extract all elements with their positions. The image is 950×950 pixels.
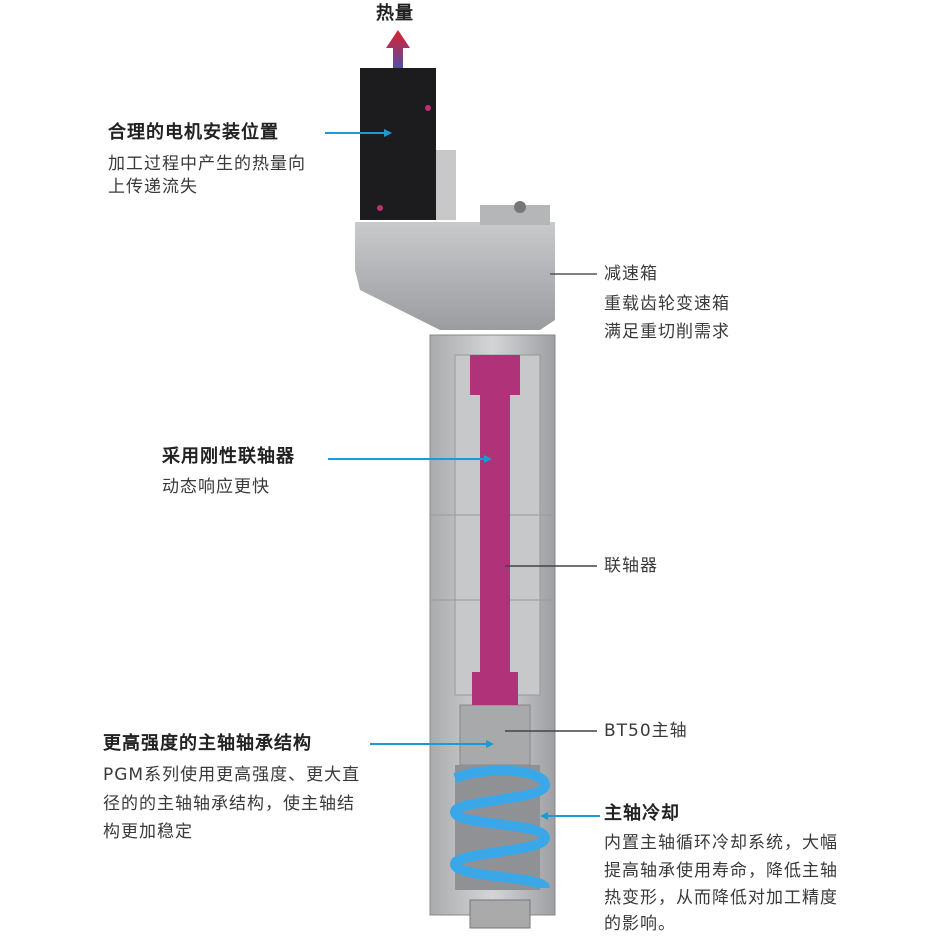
heat-label: 热量: [376, 3, 414, 24]
cooling-desc-4: 的影响。: [604, 914, 676, 934]
gearbox-desc-2: 满足重切削需求: [604, 322, 730, 342]
spindle-label: BT50主轴: [604, 721, 688, 741]
gearbox: [355, 201, 555, 330]
coupling-label: 联轴器: [604, 556, 658, 576]
cooling-coil: [449, 765, 551, 891]
rigid-coupling-desc: 动态响应更快: [162, 477, 270, 497]
bearing-desc-2: 径的的主轴轴承结构，使主轴结: [103, 794, 355, 814]
bearing-desc-3: 构更加稳定: [103, 822, 193, 842]
motor: [360, 68, 456, 220]
cooling-desc-3: 热变形，从而降低对加工精度: [604, 888, 838, 908]
cooling-desc-2: 提高轴承使用寿命，降低主轴: [604, 861, 838, 881]
bearing-title: 更高强度的主轴轴承结构: [103, 733, 312, 754]
coupling: [470, 355, 520, 705]
motor-desc-1: 加工过程中产生的热量向: [108, 154, 306, 174]
motor-desc-2: 上传递流失: [108, 177, 198, 197]
gearbox-label: 减速箱: [604, 264, 658, 284]
cooling-desc-1: 内置主轴循环冷却系统，大幅: [604, 833, 838, 853]
motor-title: 合理的电机安装位置: [108, 122, 279, 143]
bearing-desc-1: PGM系列使用更高强度、更大直: [103, 765, 361, 785]
rigid-coupling-title: 采用刚性联轴器: [162, 446, 295, 467]
heat-arrow-icon: [386, 30, 410, 80]
cooling-title: 主轴冷却: [604, 803, 680, 824]
gearbox-desc-1: 重载齿轮变速箱: [604, 294, 730, 314]
leader-lines: [325, 129, 600, 820]
